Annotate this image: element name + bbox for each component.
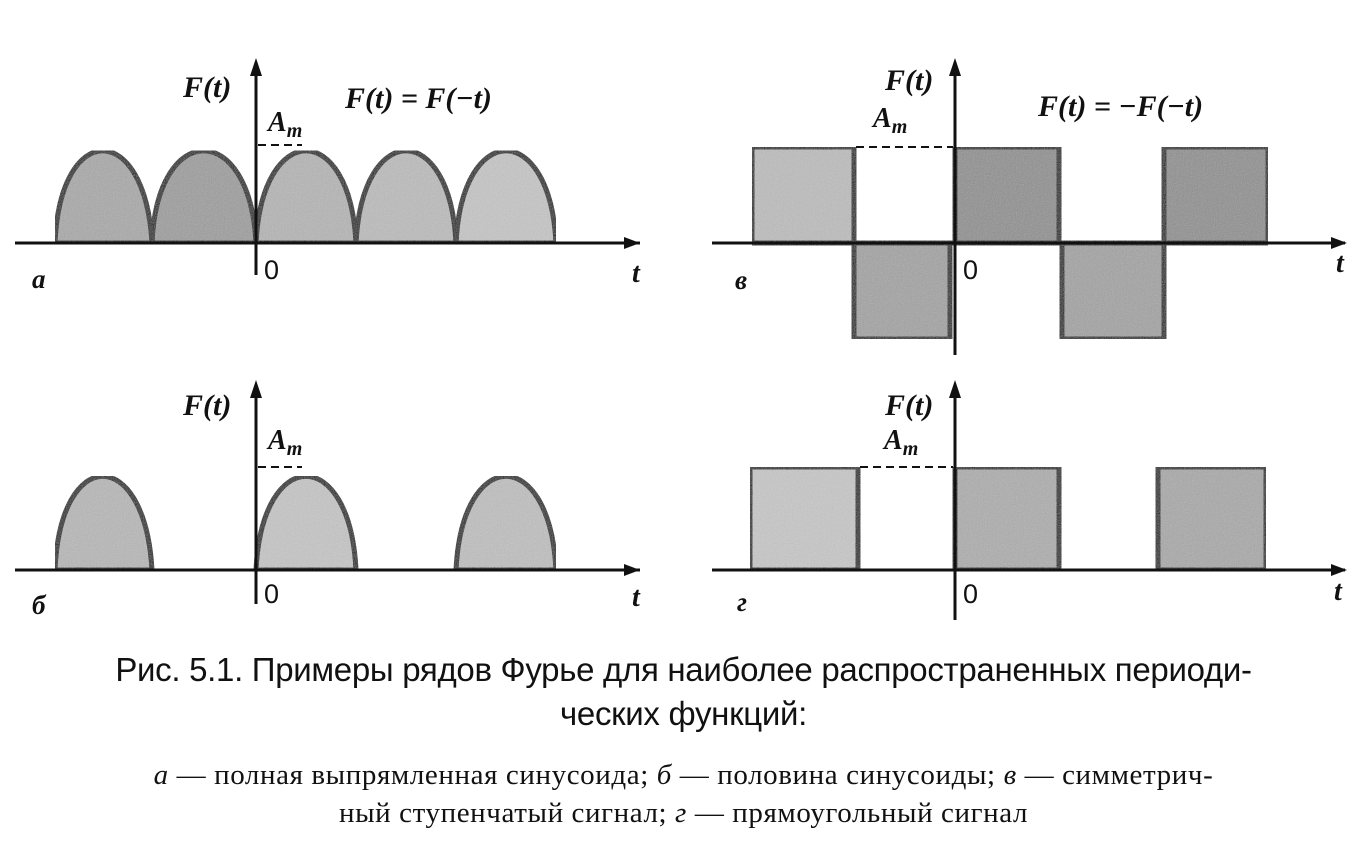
panel-b-letter: б	[32, 590, 47, 620]
panel-g-pulse	[1155, 464, 1269, 573]
panel-v-pulse	[851, 240, 953, 342]
figure-caption: Рис. 5.1. Примеры рядов Фурье для наибол…	[0, 648, 1367, 736]
panel-g-y-arrow	[949, 380, 961, 398]
panel-a-lobe	[149, 148, 259, 246]
caption-line-2: ческих функций:	[560, 695, 807, 732]
panel-v-ylabel: F(t)	[884, 64, 933, 97]
legend-line-2: ный ступенчатый сигнал; г — прямоугольны…	[0, 794, 1367, 832]
panel-v-pulse	[952, 144, 1062, 246]
panel-g-ylabel: F(t)	[884, 389, 933, 422]
panel-a-waveform	[52, 148, 559, 246]
panel-g-x-arrow	[1331, 564, 1347, 576]
panel-a-lobe	[453, 148, 559, 246]
panel-b-waveform	[52, 474, 559, 573]
panel-v-equation: F(t) = −F(−t)	[1037, 90, 1203, 123]
panel-a-equation: F(t) = F(−t)	[344, 82, 492, 115]
panel-g-xlabel: t	[1334, 576, 1343, 607]
figure-legend: а — полная выпрямленная синусоида; б — п…	[0, 756, 1367, 832]
legend-text-b: — половина синусоиды;	[671, 759, 1004, 791]
panel-a-origin-label: 0	[264, 255, 279, 285]
legend-letter-g: г	[675, 797, 687, 829]
panel-a-xlabel: t	[632, 258, 641, 289]
panel-v-amplitude-label: Am	[871, 103, 907, 138]
panel-v: F(t) F(t) = −F(−t) Am 0 t в	[712, 58, 1347, 355]
panel-v-pulse	[1161, 144, 1271, 246]
panel-a-lobe	[353, 148, 459, 246]
panel-b-ylabel: F(t)	[182, 389, 231, 422]
legend-line-1: а — полная выпрямленная синусоида; б — п…	[0, 756, 1367, 794]
panel-b-xlabel: t	[632, 582, 641, 613]
panel-b-lobe	[52, 474, 155, 573]
panel-b-lobe	[253, 474, 359, 573]
legend-text-v: — симметрич-	[1016, 759, 1214, 791]
panel-g-waveform	[747, 464, 1269, 573]
panel-b: F(t) Am 0 t б	[15, 380, 641, 620]
panel-a-y-arrow	[250, 58, 262, 76]
panel-g-letter: г	[737, 587, 747, 617]
panel-g-pulse	[747, 464, 861, 573]
panel-a: F(t) F(t) = F(−t) Am 0 t а	[15, 58, 641, 294]
panel-v-letter: в	[735, 265, 747, 295]
caption-line-1: Рис. 5.1. Примеры рядов Фурье для наибол…	[115, 651, 1252, 688]
panel-v-y-arrow	[949, 58, 961, 76]
panel-b-x-arrow	[624, 564, 640, 576]
panel-g: F(t) Am 0 t г	[712, 380, 1347, 620]
legend-text-a: — полная выпрямленная синусоида;	[168, 759, 657, 791]
panel-b-y-arrow	[250, 380, 262, 398]
panel-v-waveform	[749, 144, 1271, 342]
panel-a-lobe	[253, 148, 359, 246]
legend-letter-a: а	[153, 759, 169, 791]
legend-text-g: — прямоугольный сигнал	[686, 797, 1029, 829]
panel-v-pulse	[749, 144, 857, 246]
figure: F(t) F(t) = F(−t) Am 0 t а F(t) Am 0 t б	[15, 58, 1347, 620]
panel-a-x-arrow	[624, 237, 640, 249]
legend-letter-v: в	[1003, 759, 1017, 791]
legend-text-v-cont: ный ступенчатый сигнал;	[338, 797, 676, 829]
panel-v-pulse	[1059, 240, 1167, 342]
panel-b-lobe	[453, 474, 559, 573]
panel-v-x-arrow	[1331, 237, 1347, 249]
panel-a-amplitude-label: Am	[266, 107, 302, 142]
panel-b-amplitude-label: Am	[266, 425, 302, 460]
panel-b-origin-label: 0	[264, 579, 279, 609]
panel-a-ylabel: F(t)	[182, 71, 231, 104]
panel-g-origin-label: 0	[963, 579, 978, 609]
panel-v-origin-label: 0	[963, 255, 978, 285]
panel-g-pulse	[952, 464, 1062, 573]
figure-svg: F(t) F(t) = F(−t) Am 0 t а F(t) Am 0 t б	[15, 58, 1347, 620]
panel-v-xlabel: t	[1336, 248, 1345, 279]
panel-a-letter: а	[32, 264, 46, 294]
legend-letter-b: б	[656, 759, 672, 791]
panel-g-amplitude-label: Am	[882, 425, 918, 460]
panel-a-lobe	[52, 148, 155, 246]
